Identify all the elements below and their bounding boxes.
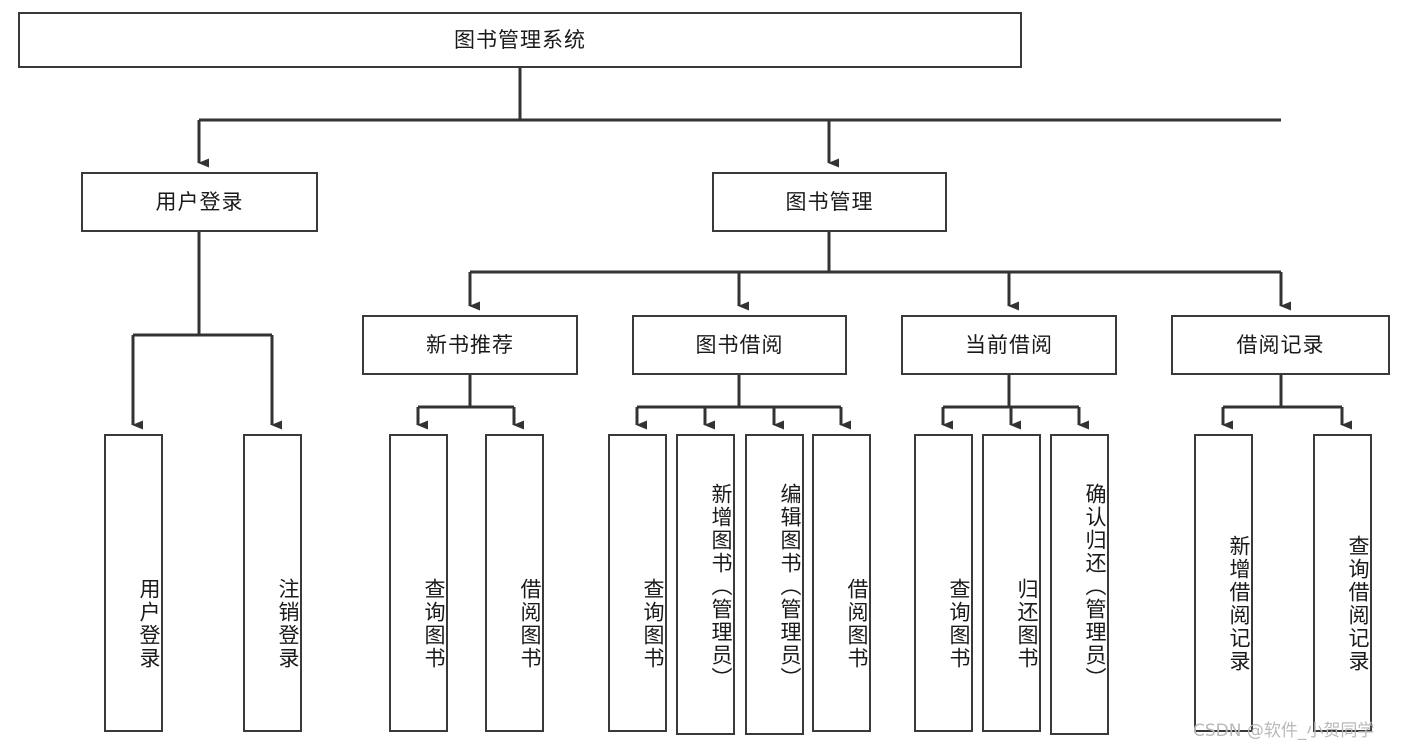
node-label: 图书借阅 (695, 332, 784, 357)
node-leaf-return-book[interactable]: 归还图书 (982, 434, 1041, 732)
node-borrow-record[interactable]: 借阅记录 (1171, 315, 1390, 375)
node-user-login[interactable]: 用户登录 (81, 172, 318, 232)
node-label: 借阅图书 (845, 578, 869, 670)
node-label: 查询图书 (422, 578, 446, 670)
node-leaf-borrow-book-2[interactable]: 借阅图书 (812, 434, 871, 732)
node-label: 新增借阅记录 (1227, 535, 1251, 673)
node-leaf-query-record[interactable]: 查询借阅记录 (1313, 434, 1372, 732)
node-leaf-add-book[interactable]: 新增图书（管理员） (676, 434, 735, 735)
node-leaf-add-record[interactable]: 新增借阅记录 (1194, 434, 1253, 732)
node-label: 确认归还（管理员） (1083, 483, 1107, 690)
node-leaf-query-book-1[interactable]: 查询图书 (389, 434, 448, 732)
node-label: 借阅图书 (518, 578, 542, 670)
node-label: 图书管理系统 (454, 27, 586, 52)
node-current-borrow[interactable]: 当前借阅 (901, 315, 1117, 375)
node-leaf-borrow-book-1[interactable]: 借阅图书 (485, 434, 544, 732)
node-label: 新书推荐 (426, 332, 514, 357)
node-label: 图书管理 (785, 189, 874, 214)
node-book-manage[interactable]: 图书管理 (712, 172, 947, 232)
node-label: 借阅记录 (1236, 332, 1325, 357)
node-book-management-system[interactable]: 图书管理系统 (18, 12, 1022, 68)
node-label: 查询图书 (947, 578, 971, 670)
node-leaf-edit-book[interactable]: 编辑图书（管理员） (745, 434, 804, 735)
node-label: 编辑图书（管理员） (778, 483, 802, 690)
node-book-borrow[interactable]: 图书借阅 (632, 315, 847, 375)
node-label: 注销登录 (276, 578, 300, 670)
node-leaf-query-book-2[interactable]: 查询图书 (608, 434, 667, 732)
node-leaf-user-login[interactable]: 用户登录 (104, 434, 163, 732)
node-new-book-recommend[interactable]: 新书推荐 (362, 315, 578, 375)
node-label: 查询借阅记录 (1346, 535, 1370, 673)
node-label: 当前借阅 (965, 332, 1053, 357)
node-label: 用户登录 (137, 578, 161, 670)
node-label: 用户登录 (155, 189, 244, 214)
node-leaf-query-book-3[interactable]: 查询图书 (914, 434, 973, 732)
node-leaf-logout[interactable]: 注销登录 (243, 434, 302, 732)
csdn-watermark: CSDN @软件_小贺同学 (1193, 721, 1375, 741)
node-label: 查询图书 (641, 578, 665, 670)
node-leaf-confirm-return[interactable]: 确认归还（管理员） (1050, 434, 1109, 735)
node-label: 归还图书 (1015, 578, 1039, 670)
node-label: 新增图书（管理员） (709, 483, 733, 690)
